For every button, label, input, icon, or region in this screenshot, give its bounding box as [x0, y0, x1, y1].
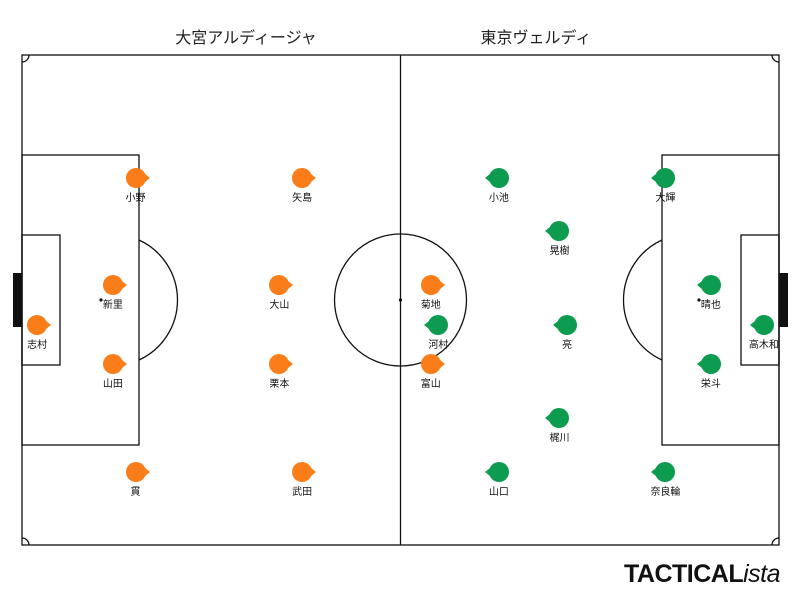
home-team-title: 大宮アルディージャ — [175, 28, 317, 47]
player-name: 小野 — [125, 192, 146, 204]
player-away-11[interactable]: 奈良輪 — [635, 457, 695, 499]
player-away-2[interactable]: 大輝 — [635, 163, 695, 205]
player-away-6[interactable]: 亮 — [537, 310, 597, 352]
player-marker-icon — [420, 275, 445, 296]
right-goal — [779, 273, 788, 327]
player-marker-icon — [484, 167, 509, 188]
tacticalista-logo: TACTICALista — [623, 560, 781, 589]
player-marker-icon — [420, 353, 445, 374]
player-name: 亮 — [562, 339, 573, 351]
player-name: 晃樹 — [549, 246, 570, 258]
player-name: 新里 — [102, 300, 123, 312]
logo-part-2: ista — [743, 560, 780, 588]
player-home-5[interactable]: 菊地 — [401, 270, 461, 312]
player-home-3[interactable]: 新里 — [83, 270, 143, 312]
center-circle — [333, 233, 468, 367]
player-marker-icon — [269, 353, 294, 374]
player-name: 菊地 — [420, 300, 441, 312]
player-home-8[interactable]: 栗本 — [249, 349, 309, 391]
player-marker-icon — [651, 167, 676, 188]
player-marker-icon — [125, 167, 150, 188]
player-name: 梶川 — [549, 432, 570, 444]
player-home-7[interactable]: 山田 — [83, 349, 143, 391]
corner-arc-bottom-left — [21, 537, 30, 546]
player-name: 栗本 — [269, 378, 290, 390]
player-marker-icon — [102, 275, 127, 296]
player-home-9[interactable]: 富山 — [401, 349, 461, 391]
player-home-1[interactable]: 小野 — [106, 163, 166, 205]
player-name: 武田 — [292, 486, 313, 498]
player-away-8[interactable]: 栄斗 — [681, 349, 741, 391]
player-name: 奈良輪 — [650, 486, 681, 498]
left-penalty-spot — [99, 298, 103, 302]
right-penalty-arc — [622, 239, 663, 361]
player-marker-icon — [125, 461, 150, 482]
corner-arc-bottom-right — [771, 537, 780, 546]
player-home-10[interactable]: 貫 — [106, 457, 166, 499]
player-name: 矢島 — [292, 192, 313, 204]
player-name: 高木和 — [748, 339, 779, 351]
player-name: 栄斗 — [700, 378, 721, 390]
player-marker-icon — [545, 407, 570, 428]
player-marker-icon — [484, 461, 509, 482]
player-marker-icon — [424, 314, 449, 335]
player-name: 河村 — [428, 339, 449, 351]
player-marker-icon — [545, 221, 570, 242]
player-marker-icon — [292, 167, 317, 188]
player-marker-icon — [651, 461, 676, 482]
corner-arc-top-left — [21, 54, 30, 63]
left-penalty-arc — [138, 239, 179, 361]
player-name: 山口 — [488, 486, 509, 498]
center-spot — [398, 298, 403, 302]
player-away-9[interactable]: 梶川 — [529, 403, 589, 445]
away-team-title: 東京ヴェルディ — [480, 28, 592, 47]
player-name: 小池 — [488, 192, 509, 204]
player-away-10[interactable]: 山口 — [469, 457, 529, 499]
player-marker-icon — [696, 275, 721, 296]
player-away-4[interactable]: 晴也 — [681, 270, 741, 312]
left-goal — [13, 273, 22, 327]
player-name: 大輝 — [655, 192, 676, 204]
player-name: 晴也 — [700, 300, 721, 312]
player-marker-icon — [553, 314, 578, 335]
player-name: 富山 — [420, 378, 441, 390]
corner-arc-top-right — [771, 54, 780, 63]
player-away-1[interactable]: 小池 — [469, 163, 529, 205]
player-marker-icon — [696, 353, 721, 374]
logo-part-1: TACTICAL — [623, 560, 744, 588]
player-name: 山田 — [102, 378, 123, 390]
player-home-11[interactable]: 武田 — [272, 457, 332, 499]
player-marker-icon — [27, 314, 52, 335]
player-name: 志村 — [27, 339, 48, 351]
player-home-6[interactable]: 志村 — [7, 310, 67, 352]
player-marker-icon — [102, 353, 127, 374]
right-penalty-spot — [697, 298, 701, 302]
player-away-3[interactable]: 晃樹 — [529, 216, 589, 258]
player-marker-icon — [749, 314, 774, 335]
player-away-7[interactable]: 高木和 — [734, 310, 794, 352]
player-name: 大山 — [269, 300, 290, 312]
player-home-4[interactable]: 大山 — [249, 270, 309, 312]
player-name: 貫 — [130, 486, 141, 498]
player-marker-icon — [269, 275, 294, 296]
player-marker-icon — [292, 461, 317, 482]
player-away-5[interactable]: 河村 — [408, 310, 468, 352]
player-home-2[interactable]: 矢島 — [272, 163, 332, 205]
